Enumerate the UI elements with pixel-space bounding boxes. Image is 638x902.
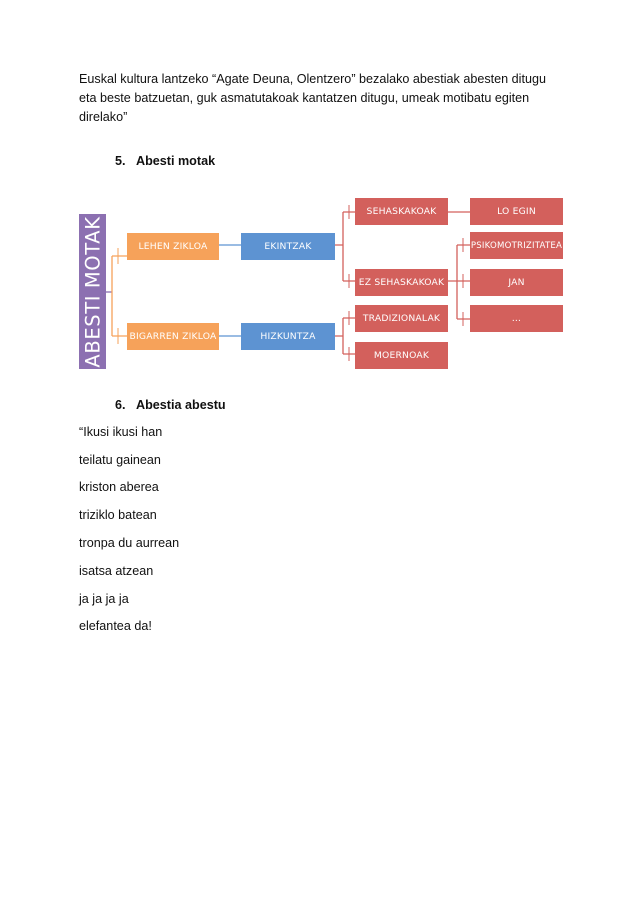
node-label: LEHEN ZIKLOA	[138, 241, 208, 252]
song-line: isatsa atzean	[79, 564, 154, 578]
node-label: PSIKOMOTRIZITATEA	[470, 240, 563, 251]
node-label: TRADIZIONALAK	[362, 313, 441, 324]
node-lehen-zikloa: LEHEN ZIKLOA	[127, 233, 219, 260]
node-label: HIZKUNTZA	[260, 331, 316, 342]
node-psikomotrizitatea: PSIKOMOTRIZITATEA	[470, 232, 563, 259]
node-tradizionalak: TRADIZIONALAK	[355, 305, 448, 332]
node-label: EZ SEHASKAKOAK	[358, 277, 445, 288]
diagram-root-label: ABESTI MOTAK	[81, 215, 104, 368]
section-6-heading: 6. Abestia abestu	[115, 398, 226, 412]
node-label: LO EGIN	[497, 206, 536, 217]
song-line: ja ja ja ja	[79, 592, 129, 606]
node-label: MOERNOAK	[373, 350, 430, 361]
node-label: …	[511, 313, 522, 324]
node-lo-egin: LO EGIN	[470, 198, 563, 225]
intro-line: Euskal kultura lantzeko “Agate Deuna, Ol…	[79, 72, 546, 86]
node-ekintzak: EKINTZAK	[241, 233, 335, 260]
intro-line: eta beste batzuetan, guk asmatutakoak ka…	[79, 91, 530, 105]
song-line: elefantea da!	[79, 619, 152, 633]
song-line: triziklo batean	[79, 508, 157, 522]
song-line: tronpa du aurrean	[79, 536, 180, 550]
node-bigarren-zikloa: BIGARREN ZIKLOA	[127, 323, 219, 350]
node-moernoak: MOERNOAK	[355, 342, 448, 369]
node-label: SEHASKAKOAK	[366, 206, 437, 217]
section-number: 5.	[115, 154, 126, 168]
node-label: EKINTZAK	[264, 241, 312, 252]
section-number: 6.	[115, 398, 126, 412]
section-title: Abesti motak	[136, 154, 216, 168]
node-sehaskakoak: SEHASKAKOAK	[355, 198, 448, 225]
diagram-root: ABESTI MOTAK	[79, 214, 106, 369]
intro-line: direlako”	[79, 110, 128, 124]
node-jan: JAN	[470, 269, 563, 296]
node-ez-sehaskakoak: EZ SEHASKAKOAK	[355, 269, 448, 296]
song-line: “Ikusi ikusi han	[79, 425, 163, 439]
section-5-heading: 5. Abesti motak	[115, 154, 215, 168]
node-label: BIGARREN ZIKLOA	[129, 331, 217, 342]
node-label: JAN	[508, 277, 525, 288]
section-title: Abestia abestu	[136, 398, 226, 412]
song-line: kriston aberea	[79, 480, 159, 494]
intro-paragraph: Euskal kultura lantzeko “Agate Deuna, Ol…	[79, 70, 559, 127]
node-hizkuntza: HIZKUNTZA	[241, 323, 335, 350]
node-ellipsis: …	[470, 305, 563, 332]
song-line: teilatu gainean	[79, 453, 161, 467]
